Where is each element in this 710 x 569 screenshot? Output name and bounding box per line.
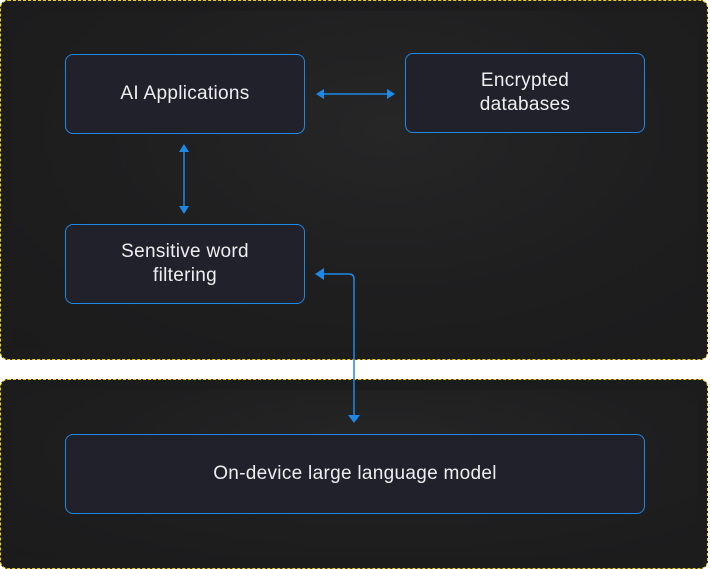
node-sensitive-word-filtering[interactable]: Sensitive word filtering (65, 224, 305, 304)
node-label: AI Applications (120, 83, 250, 104)
node-label: Encrypted databases (479, 70, 571, 115)
node-label: On-device large language model (213, 463, 497, 484)
node-ai-applications[interactable]: AI Applications (65, 54, 305, 134)
node-encrypted-databases[interactable]: Encrypted databases (405, 53, 645, 133)
node-on-device-llm[interactable]: On-device large language model (65, 434, 645, 514)
node-label: Sensitive word filtering (121, 241, 249, 286)
